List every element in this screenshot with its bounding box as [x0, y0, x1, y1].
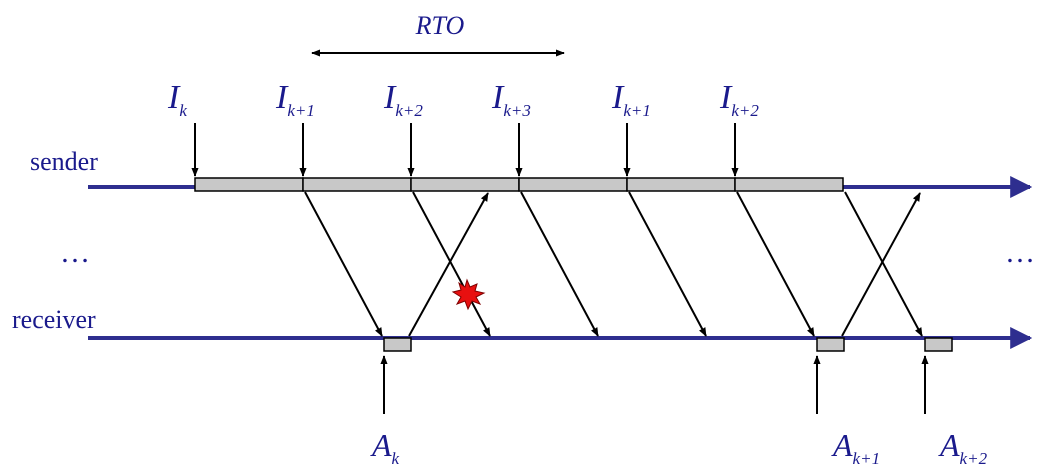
transmission-arrows	[304, 191, 923, 337]
receiver-label: receiver	[12, 305, 96, 334]
transmission-arrow-5	[736, 191, 815, 337]
ack-labels: Ak Ak+1 Ak+2	[370, 427, 988, 464]
transmission-arrow-6	[844, 191, 923, 337]
frame-label-6: Ik+2	[719, 79, 759, 120]
transmission-arrow-2-lost	[412, 191, 491, 337]
ack-arrival-arrows	[380, 355, 929, 414]
receiver-ack-boxes	[383, 337, 953, 352]
frame-box-5	[626, 177, 736, 192]
ack-return-arrow-2	[841, 192, 921, 337]
ellipsis-left: …	[60, 236, 90, 269]
sender-label: sender	[30, 147, 98, 176]
transmission-arrow-3	[520, 191, 599, 337]
ack-label-1: Ak	[370, 427, 400, 464]
frame-box-3	[410, 177, 520, 192]
frame-box-6	[734, 177, 844, 192]
transmission-arrow-4	[628, 191, 707, 337]
rto-label: RTO	[415, 11, 465, 40]
frame-label-1: Ik	[167, 79, 187, 120]
frame-box-2	[302, 177, 412, 192]
ack-return-arrows	[408, 192, 921, 337]
ack-box-2	[816, 337, 845, 352]
frame-labels: Ik Ik+1 Ik+2 Ik+3 Ik+1 Ik+2	[167, 79, 759, 120]
frame-label-2: Ik+1	[275, 79, 315, 120]
ack-box-1	[383, 337, 412, 352]
frame-label-5: Ik+1	[611, 79, 651, 120]
sender-frame-boxes	[194, 177, 844, 192]
ack-return-arrow-1	[408, 192, 489, 337]
frame-box-4	[518, 177, 628, 192]
transmission-arrow-1	[304, 191, 383, 337]
frame-label-4: Ik+3	[491, 79, 531, 120]
send-arrows	[191, 123, 739, 177]
ack-box-3	[924, 337, 953, 352]
ack-label-2: Ak+1	[831, 427, 880, 464]
ellipsis-right: …	[1005, 236, 1035, 269]
ack-label-3: Ak+2	[938, 427, 988, 464]
frame-label-3: Ik+2	[383, 79, 423, 120]
frame-box-1	[194, 177, 304, 192]
frame-loss-burst-icon	[451, 278, 486, 311]
